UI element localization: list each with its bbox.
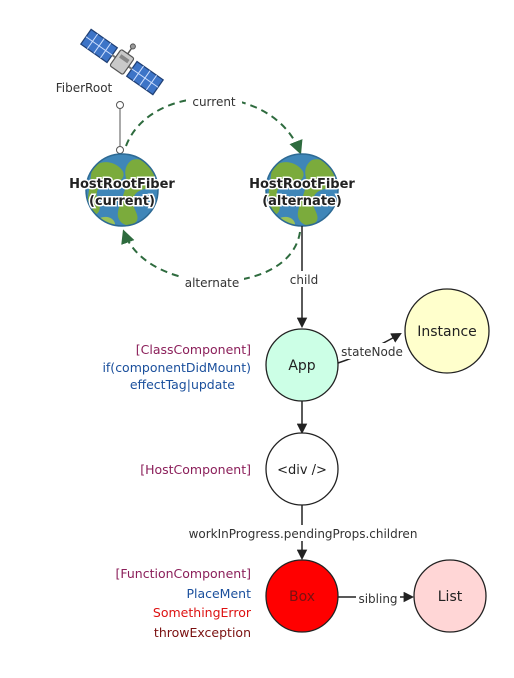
list-node-label: List xyxy=(438,589,463,605)
instance-node-label: Instance xyxy=(417,324,477,340)
child-edge-label: child xyxy=(290,273,319,287)
app-node-label: App xyxy=(288,358,315,374)
fiber-alternate-subtitle: (alternate) xyxy=(262,194,342,209)
instance-node xyxy=(404,288,490,374)
statenode-edge-label: stateNode xyxy=(341,345,403,359)
box-annotation-type: [FunctionComponent] xyxy=(116,566,252,581)
fiberroot-connector-bottom xyxy=(116,146,124,154)
workinprogress-edge-label: workInProgress.pendingProps.children xyxy=(189,527,418,541)
app-annotation-effect: effectTag|update xyxy=(130,377,235,392)
box-node-label: Box xyxy=(289,589,315,605)
earth-globe-icon xyxy=(85,153,159,227)
fiberroot-connector-top xyxy=(116,101,124,109)
alternate-edge-label: alternate xyxy=(185,276,240,290)
child-label-bg xyxy=(286,271,322,287)
satellite-icon xyxy=(79,28,165,96)
box-node xyxy=(265,559,339,633)
sibling-edge-label: sibling xyxy=(358,592,397,606)
fiberroot-label: FiberRoot xyxy=(56,81,113,95)
box-annotation-placement: PlaceMent xyxy=(186,586,251,601)
current-arrow xyxy=(125,97,303,155)
current-label-bg xyxy=(186,93,242,110)
list-node xyxy=(413,559,487,633)
workinprogress-label-bg xyxy=(186,525,420,541)
div-node-label: <div /> xyxy=(277,463,327,478)
current-edge-label: current xyxy=(192,95,236,109)
app-annotation-type: [ClassComponent] xyxy=(136,342,251,357)
sibling-label-bg xyxy=(356,590,400,606)
statenode-label-bg xyxy=(338,343,406,359)
box-annotation-error: SomethingError xyxy=(153,605,252,620)
box-annotation-throw: throwException xyxy=(154,625,251,640)
app-annotation-condition: if(componentDidMount) xyxy=(102,360,251,375)
div-annotation-type: [HostComponent] xyxy=(140,462,251,477)
alternate-label-bg xyxy=(180,274,244,291)
fiber-current-subtitle: (current) xyxy=(89,194,155,209)
fiber-alternate-title: HostRootFiber xyxy=(249,177,355,192)
alternate-arrow xyxy=(121,229,301,283)
fiber-current-title: HostRootFiber xyxy=(69,177,175,192)
